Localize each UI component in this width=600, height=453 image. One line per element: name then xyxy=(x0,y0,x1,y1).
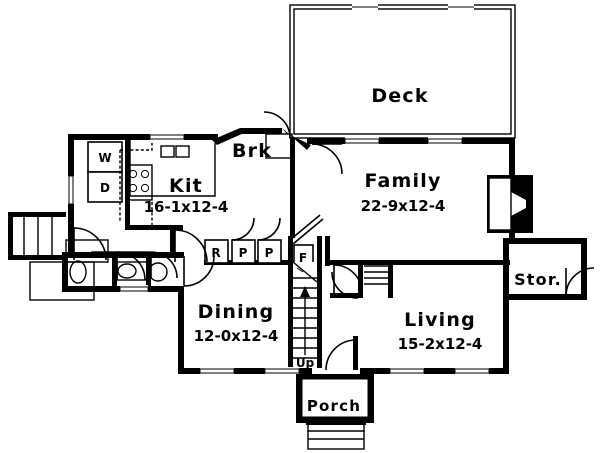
staircase xyxy=(292,261,318,366)
fireplace xyxy=(487,175,533,233)
windows xyxy=(67,133,490,375)
room-label-living: Living xyxy=(404,309,476,331)
plan-annotations: Up xyxy=(296,356,315,370)
deck-landing xyxy=(265,133,293,159)
kitchen-fixtures xyxy=(87,140,216,229)
room-deck xyxy=(289,3,516,139)
room-dim-living: 15-2x12-4 xyxy=(398,335,483,353)
room-dim-kit: 16-1x12-4 xyxy=(144,198,229,216)
room-label-kit: Kit xyxy=(169,175,203,197)
room-dim-dining: 12-0x12-4 xyxy=(194,327,279,345)
exterior-stoop-left xyxy=(8,212,66,260)
pantry-label-2: P xyxy=(265,246,274,260)
dryer-label: D xyxy=(100,181,110,195)
porch xyxy=(296,374,374,450)
room-label-brk: Brk xyxy=(232,140,272,162)
stair-direction-label: Up xyxy=(296,356,315,370)
room-label-family: Family xyxy=(364,170,441,192)
room-label-stor: Stor. xyxy=(514,270,562,289)
room-label-dining: Dining xyxy=(198,301,275,323)
appliance-labels: W D R P P F xyxy=(98,151,307,265)
appliance-boxes xyxy=(204,239,314,269)
refrigerator-label: R xyxy=(211,246,220,260)
room-label-porch: Porch xyxy=(307,397,361,415)
furnace-label: F xyxy=(299,251,307,265)
room-dim-family: 22-9x12-4 xyxy=(361,197,446,215)
washer-label: W xyxy=(98,151,111,165)
pantry-label-1: P xyxy=(239,246,248,260)
door-swings xyxy=(73,111,595,371)
room-labels: Deck Brk Kit 16-1x12-4 Family 22-9x12-4 … xyxy=(144,85,562,415)
room-label-deck: Deck xyxy=(371,85,428,107)
